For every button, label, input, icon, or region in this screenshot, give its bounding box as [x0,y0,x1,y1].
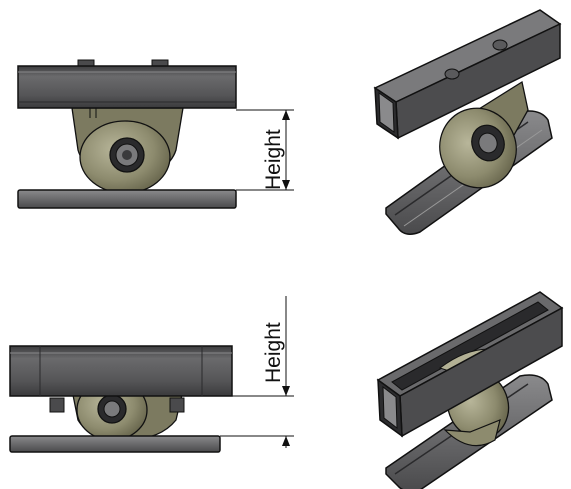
dimension-label-lower: Height [262,322,285,383]
lower-isometric-view [376,291,564,489]
lower-front-view: Height [9,296,294,453]
upper-front-view: Height [17,59,294,209]
square-tube-lower [9,345,233,397]
upper-isometric-view [373,9,562,235]
square-tube [17,65,237,109]
dimension-label: Height [262,129,285,190]
bolt-iso-1 [444,68,460,80]
rail-bar-lower [9,435,221,453]
bolt-iso-2 [492,39,508,51]
height-dimension-lower: Height [220,296,294,448]
rail-bar [17,189,237,209]
height-dimension-upper: Height [236,109,294,191]
